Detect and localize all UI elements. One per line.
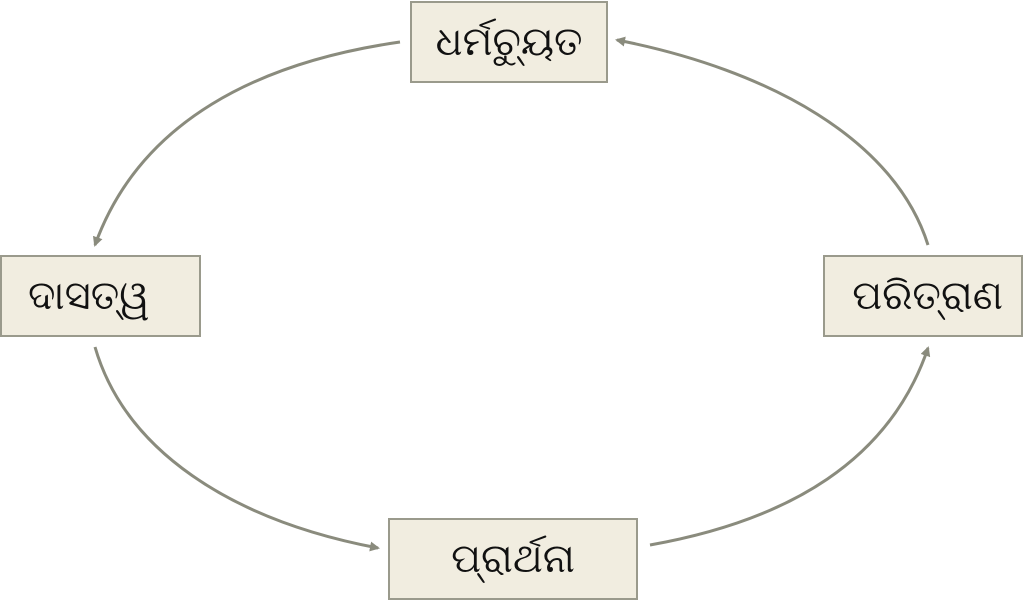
node-bottom-label: ପ୍ରାର୍ଥନା [451,536,575,582]
node-left-label: ଦାସତ୍ୱ [28,273,150,319]
arrow-top-to-left [93,40,401,247]
arrow-right-to-top [615,36,930,246]
node-top-label: ଧର୍ମଚ୍ୟୁତ [435,19,583,65]
node-bottom: ପ୍ରାର୍ଥନା [388,518,638,600]
node-right: ପରିତ୍ରାଣ [823,255,1023,337]
node-left: ଦାସତ୍ୱ [0,255,201,337]
node-top: ଧର୍ମଚ୍ୟୁତ [410,1,608,83]
node-right-label: ପରିତ୍ରାଣ [852,273,1003,319]
arrow-bottom-to-right [649,346,931,547]
arrow-left-to-bottom [93,346,380,552]
